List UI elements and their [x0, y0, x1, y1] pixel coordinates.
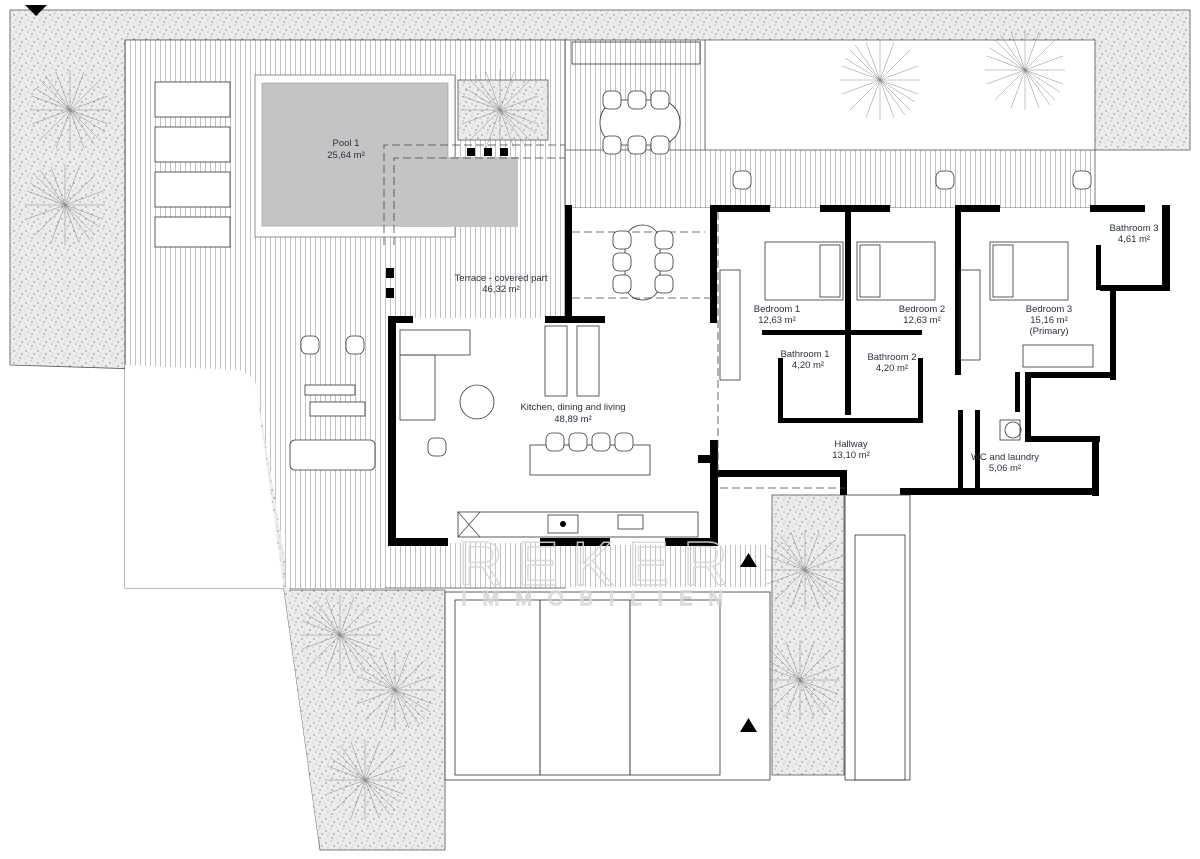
pool-name: Pool 1	[333, 138, 360, 149]
watermark: REKER IMMOBILIEN	[457, 529, 742, 611]
room-labels: Pool 1 25,64 m² Terrace - covered part 4…	[327, 138, 1158, 474]
sun-loungers	[154, 81, 376, 471]
watermark-brand: REKER	[458, 530, 742, 599]
bedroom1-area: 12,63 m²	[758, 315, 796, 326]
bedroom3-note: (Primary)	[1029, 326, 1068, 337]
watermark-sub: IMMOBILIEN	[461, 588, 739, 610]
pool-area: 25,64 m²	[327, 150, 365, 161]
pool	[254, 74, 565, 298]
bathroom3-area: 4,61 m²	[1118, 234, 1150, 245]
bedroom2-area: 12,63 m²	[903, 315, 941, 326]
bathroom3-name: Bathroom 3	[1109, 223, 1158, 234]
entrance-arrow-icon	[740, 718, 757, 732]
hallway-name: Hallway	[834, 439, 868, 450]
bathroom2-name: Bathroom 2	[867, 352, 916, 363]
terrace-name: Terrace - covered part	[455, 273, 548, 284]
gravel-strip	[771, 494, 845, 776]
north-arrow-icon	[25, 5, 47, 16]
hallway-area: 13,10 m²	[832, 450, 870, 461]
house	[388, 205, 1175, 546]
bedroom3-area: 15,16 m²	[1030, 315, 1068, 326]
parking	[444, 494, 911, 781]
entrance-arrow-icon	[740, 553, 757, 567]
outdoor-dining	[571, 41, 1092, 190]
bathroom1-name: Bathroom 1	[780, 349, 829, 360]
bathroom1-area: 4,20 m²	[792, 360, 824, 371]
kitchen-area: 48,89 m²	[554, 414, 592, 425]
kitchen-name: Kitchen, dining and living	[520, 402, 625, 413]
bedroom2-name: Bedroom 2	[899, 304, 945, 315]
bathroom2-area: 4,20 m²	[876, 363, 908, 374]
wc-area: 5,06 m²	[989, 463, 1021, 474]
terrace-area: 46,32 m²	[482, 284, 520, 295]
wc-name: WC and laundry	[971, 452, 1039, 463]
bedroom1-name: Bedroom 1	[754, 304, 800, 315]
bedroom3-name: Bedroom 3	[1026, 304, 1072, 315]
terrace-strip	[564, 149, 1096, 209]
